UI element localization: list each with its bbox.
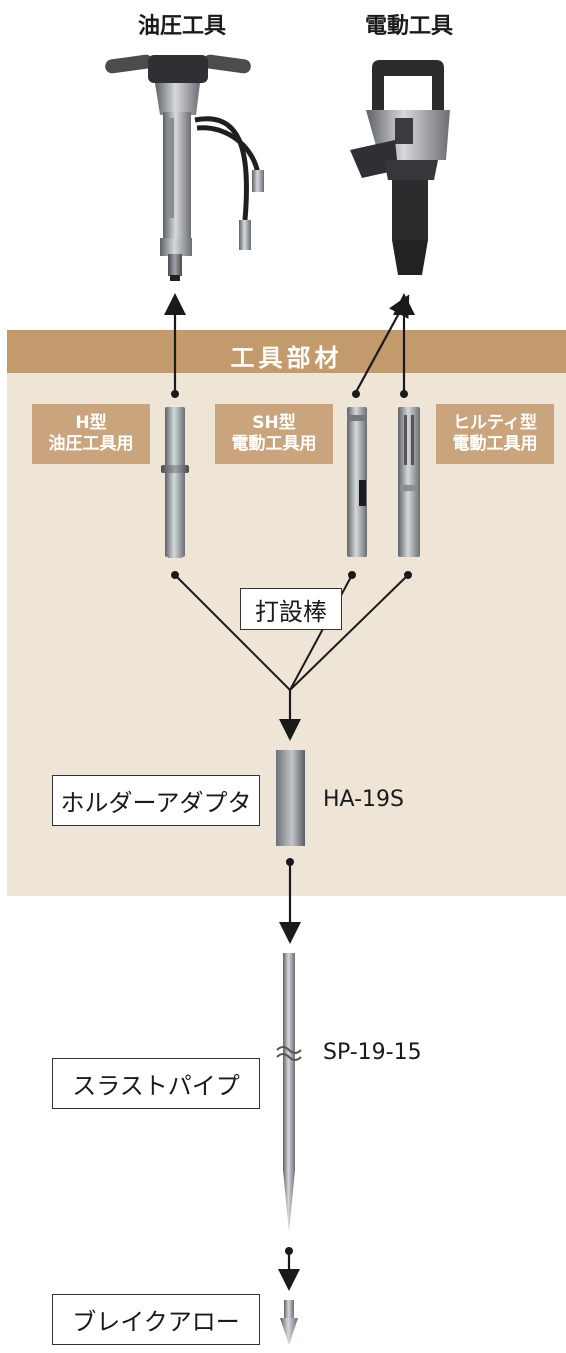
hydraulic-breaker-image (105, 54, 264, 281)
thrust-pipe-image (276, 953, 302, 1232)
tool-parts-header: 工具部材 (7, 330, 566, 373)
hilti-type-rod-image (398, 407, 420, 557)
sh-type-rod-image (347, 407, 367, 557)
thrust-pipe-code: SP-19-15 (323, 1040, 422, 1065)
electric-tool-title: 電動工具 (364, 14, 453, 39)
holder-adapter-image (276, 750, 305, 846)
holder-adapter-label: ホルダーアダプタ (52, 775, 260, 826)
holder-adapter-code: HA-19S (323, 787, 405, 812)
sh-type-name: SH型 (252, 413, 296, 433)
thrust-pipe-label: スラストパイプ (52, 1058, 260, 1109)
break-arrow-label: ブレイクアロー (52, 1294, 260, 1345)
sh-type-usage: 電動工具用 (231, 434, 317, 454)
driving-rod-label: 打設棒 (240, 588, 342, 630)
h-type-name: H型 (75, 413, 107, 433)
h-type-usage: 油圧工具用 (48, 434, 134, 454)
hilti-type-usage: 電動工具用 (452, 434, 538, 454)
h-type-rod-image (161, 407, 189, 558)
hilti-type-tag: ヒルティ型 電動工具用 (436, 404, 554, 464)
break-arrow-image (280, 1300, 298, 1345)
hilti-type-name: ヒルティ型 (453, 413, 537, 433)
hydraulic-tool-title: 油圧工具 (137, 14, 226, 39)
sh-type-tag: SH型 電動工具用 (215, 404, 333, 464)
electric-breaker-image (350, 60, 450, 275)
section-title: 工具部材 (230, 344, 343, 372)
h-type-tag: H型 油圧工具用 (32, 404, 150, 464)
